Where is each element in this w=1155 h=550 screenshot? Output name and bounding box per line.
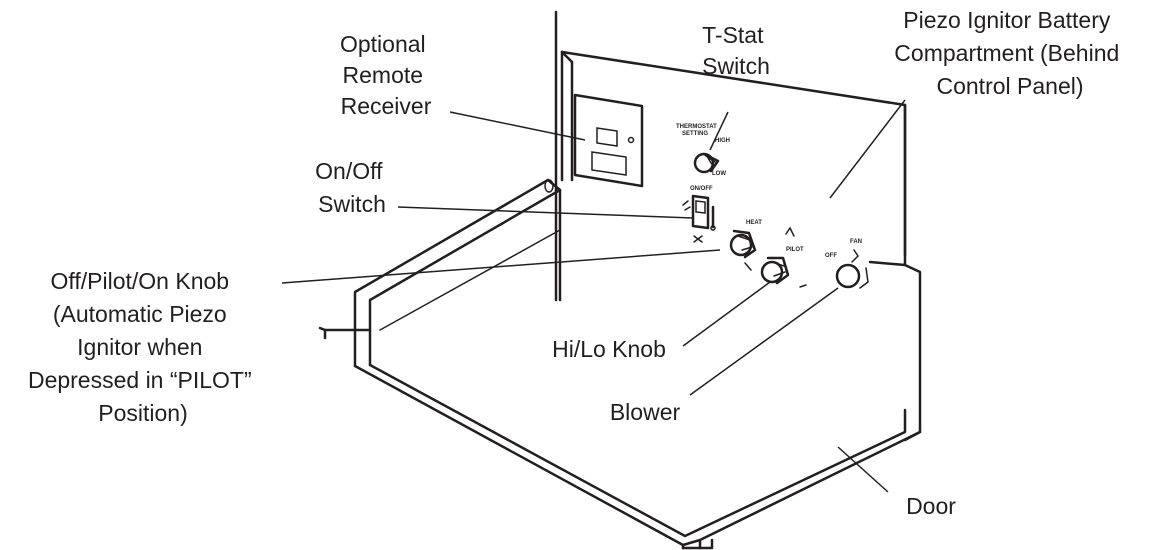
high-marking: HIGH bbox=[715, 138, 730, 144]
pilot-marking: PILOT bbox=[786, 247, 804, 253]
tstat-switch-label: T-Stat Switch bbox=[702, 22, 770, 79]
flame-icon-2 bbox=[785, 226, 795, 237]
leader-lines bbox=[281, 99, 906, 493]
control-panel-body bbox=[554, 10, 907, 302]
remote-receiver bbox=[573, 93, 644, 188]
pilot-knob-label: Off/Pilot/On Knob (Automatic Piezo Ignit… bbox=[28, 268, 258, 426]
flame-icon bbox=[682, 200, 691, 211]
onoff-switch-label: On/Off Switch bbox=[315, 158, 389, 217]
blower-knob: FAN OFF bbox=[825, 239, 869, 289]
rotate-arrow-icon bbox=[859, 267, 869, 289]
hilo-knob-label: Hi/Lo Knob bbox=[552, 336, 666, 362]
marker-tick bbox=[799, 284, 807, 288]
cross-icon bbox=[693, 235, 703, 243]
fan-marking: FAN bbox=[850, 239, 862, 245]
off-marking: OFF bbox=[825, 253, 837, 259]
arrow-icon bbox=[744, 262, 752, 271]
low-marking: LOW bbox=[712, 171, 726, 177]
onoff-marking: ON/OFF bbox=[690, 186, 713, 192]
fan-arrow-icon bbox=[851, 249, 859, 263]
pilot-knob: HEAT bbox=[729, 220, 762, 271]
hilo-knob: PILOT bbox=[760, 226, 807, 288]
heat-marking: HEAT bbox=[746, 220, 762, 226]
blower-label: Blower bbox=[610, 399, 681, 425]
onoff-rocker-switch: ON/OFF bbox=[682, 186, 716, 243]
door-label: Door bbox=[906, 493, 956, 519]
battery-compartment-label: Piezo Ignitor Battery Compartment (Behin… bbox=[894, 7, 1125, 99]
remote-receiver-label: Optional Remote Receiver bbox=[340, 31, 432, 119]
door-tray bbox=[318, 178, 922, 550]
